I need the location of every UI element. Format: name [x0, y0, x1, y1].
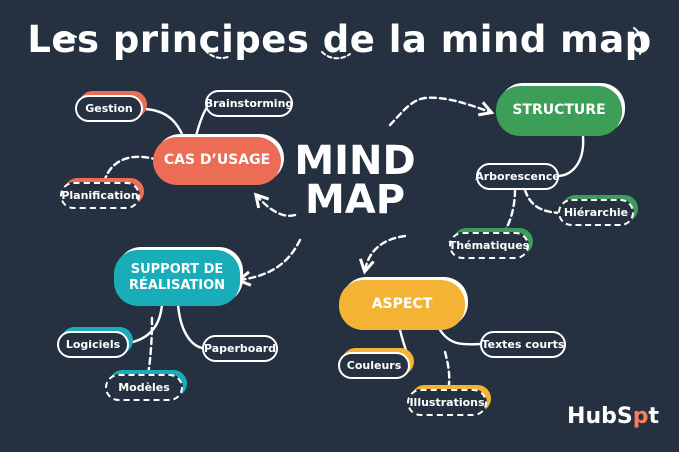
branch-label-support-line1: SUPPORT DE: [130, 261, 224, 277]
connector-center-to-cas-usage: [253, 192, 297, 217]
connector-structure-arborescence: [555, 134, 585, 178]
leaf-label-brainstorming: Brainstorming: [204, 97, 294, 110]
branch-label-support-line2: RÉALISATION: [128, 278, 226, 293]
leaf-label-logiciels: Logiciels: [65, 338, 121, 351]
leaf-paperboard: Paperboard: [202, 335, 278, 362]
leaf-thematiques: Thématiques: [449, 232, 529, 259]
leaf-couleurs: Couleurs: [338, 352, 410, 379]
sprocket-icon: p: [632, 404, 649, 429]
leaf-modeles: Modèles: [105, 374, 183, 401]
leaf-label-illustrations: Illustrations: [409, 396, 485, 409]
leaf-logiciels: Logiciels: [57, 331, 129, 358]
decorative-swash: [321, 51, 351, 60]
leaf-label-hierarchie: Hiérarchie: [563, 206, 629, 219]
leaf-textes-courts: Textes courts: [480, 331, 566, 358]
leaf-hierarchie: Hiérarchie: [558, 199, 634, 226]
leaf-label-planification: Planification: [61, 189, 139, 202]
central-node: MIND MAP: [290, 138, 420, 223]
branch-node-aspect: ASPECT: [339, 280, 465, 330]
decorative-swash: [55, 33, 77, 42]
branch-label-structure: STRUCTURE: [512, 102, 606, 119]
central-node-line1: MIND: [294, 138, 416, 184]
connector-center-to-aspect: [358, 234, 407, 275]
branch-label-aspect: ASPECT: [371, 296, 433, 313]
logo-text-part3: t: [648, 404, 659, 429]
connector-cas-usage-gestion: [142, 107, 187, 144]
connector-support-logiciels: [126, 302, 164, 345]
connector-support-paperboard: [176, 302, 204, 350]
branch-node-support: SUPPORT DE RÉALISATION: [114, 250, 240, 306]
central-node-line2: MAP: [304, 177, 406, 223]
branch-label-cas-usage: CAS D’USAGE: [163, 152, 271, 169]
logo-text-part1: HubS: [567, 404, 633, 429]
leaf-gestion: Gestion: [75, 95, 143, 122]
hubspot-logo: HubSpt: [567, 404, 659, 429]
leaf-arborescence: Arborescence: [475, 163, 560, 190]
leaf-illustrations: Illustrations: [407, 389, 487, 416]
connector-aspect-textes-courts: [438, 328, 482, 346]
decorative-swash: [633, 27, 643, 55]
connector-center-to-structure: [388, 96, 495, 127]
leaf-label-arborescence: Arborescence: [475, 170, 560, 183]
leaf-label-textes-courts: Textes courts: [481, 338, 565, 351]
decorative-swash: [204, 49, 231, 59]
page-title: Les principes de la mind map: [27, 18, 652, 61]
leaf-label-modeles: Modèles: [118, 381, 170, 394]
leaf-label-thematiques: Thématiques: [448, 239, 530, 252]
connector-cas-usage-planification: [102, 155, 160, 185]
leaf-label-couleurs: Couleurs: [346, 359, 402, 372]
connector-center-to-support: [235, 238, 302, 287]
leaf-label-paperboard: Paperboard: [203, 342, 277, 355]
leaf-label-gestion: Gestion: [85, 102, 133, 115]
branch-node-cas-usage: CAS D’USAGE: [153, 137, 281, 185]
branch-node-structure: STRUCTURE: [496, 86, 622, 136]
connector-arborescence-hierarchie: [523, 188, 562, 215]
connector-support-modeles: [146, 316, 154, 377]
connector-aspect-illustrations: [443, 350, 451, 392]
leaf-planification: Planification: [60, 182, 140, 209]
leaf-brainstorming: Brainstorming: [205, 90, 293, 117]
